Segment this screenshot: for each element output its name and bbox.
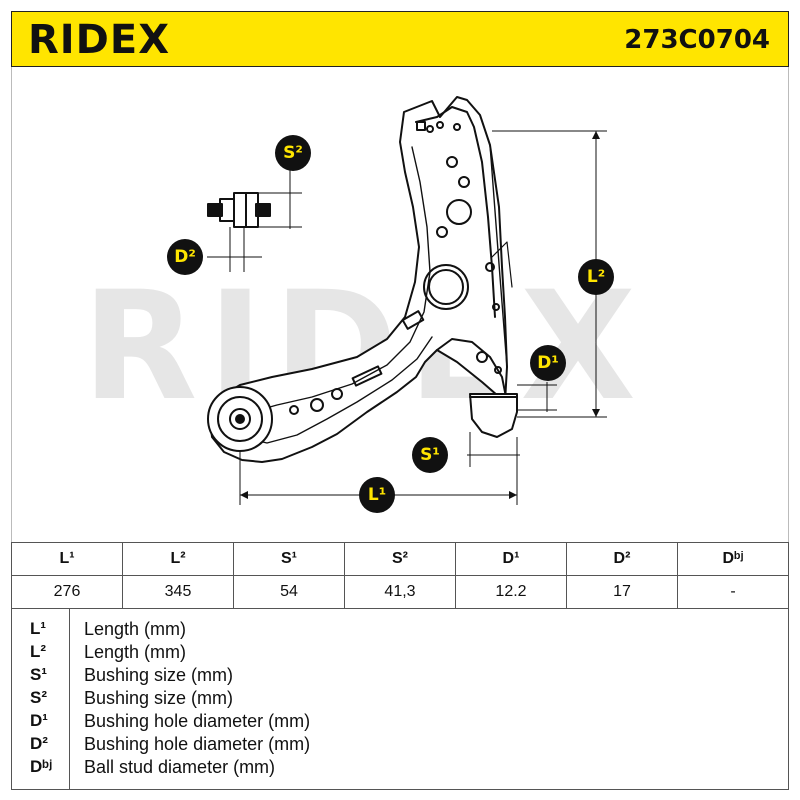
value-cell-dbj: - [677, 575, 789, 609]
s2-badge: S² [275, 135, 311, 171]
legend-desc: Bushing hole diameter (mm) [84, 711, 311, 731]
value-cell-d2: 17 [566, 575, 678, 609]
header-cell-d1: D¹ [455, 542, 567, 576]
d1-badge: D¹ [530, 345, 566, 381]
header-cell-dbj: Dᵇʲ [677, 542, 789, 576]
header-cell-l1: L¹ [11, 542, 123, 576]
header-cell-s2: S² [344, 542, 456, 576]
legend-desc: Length (mm) [84, 642, 187, 662]
brand-logo: RIDEX [28, 17, 171, 63]
legend-key: L¹ [30, 619, 47, 638]
legend-desc: Length (mm) [84, 619, 187, 639]
l2-badge: L² [578, 259, 614, 295]
legend-desc: Ball stud diameter (mm) [84, 757, 276, 777]
header-cell-d2: D² [566, 542, 678, 576]
l1-badge: L¹ [359, 477, 395, 513]
legend-key: Dᵇʲ [30, 757, 53, 776]
legend-key-column [12, 609, 70, 789]
legend-key: S² [30, 688, 47, 707]
value-cell-d1: 12.2 [455, 575, 567, 609]
value-cell-s2: 41,3 [344, 575, 456, 609]
specs-value-row: 276 345 54 41,3 12.2 17 - [11, 575, 789, 609]
legend-key: D¹ [30, 711, 48, 730]
legend-key: S¹ [30, 665, 47, 684]
s1-badge: S¹ [412, 437, 448, 473]
value-cell-l2: 345 [122, 575, 234, 609]
part-number: 273C0704 [624, 25, 770, 55]
legend-key: L² [30, 642, 47, 661]
legend-desc: Bushing size (mm) [84, 665, 234, 685]
value-cell-s1: 54 [233, 575, 345, 609]
legend-box: L¹ Length (mm) L² Length (mm) S¹ Bushing… [11, 608, 789, 790]
d2-badge: D² [167, 239, 203, 275]
specs-table: L¹ L² S¹ S² D¹ D² Dᵇʲ 276 345 54 41,3 12… [11, 542, 789, 609]
legend-desc: Bushing size (mm) [84, 688, 234, 708]
value-cell-l1: 276 [11, 575, 123, 609]
technical-drawing: RIDEX [11, 67, 789, 542]
legend-key: D² [30, 734, 48, 753]
header-bar: RIDEX 273C0704 [11, 11, 789, 67]
header-cell-l2: L² [122, 542, 234, 576]
control-arm-drawing-icon [207, 96, 607, 505]
specs-header-row: L¹ L² S¹ S² D¹ D² Dᵇʲ [11, 542, 789, 576]
header-cell-s1: S¹ [233, 542, 345, 576]
legend-desc: Bushing hole diameter (mm) [84, 734, 311, 754]
